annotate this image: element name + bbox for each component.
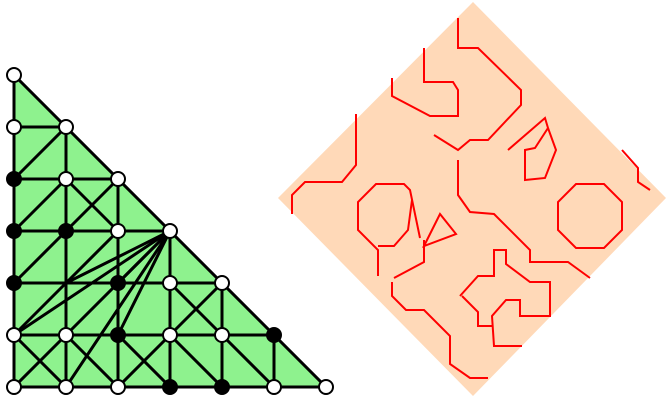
open-vertex [266,379,282,395]
open-vertex [110,223,126,239]
filled-vertex [214,379,230,395]
open-vertex [58,119,74,135]
filled-vertex [6,171,22,187]
path-segment [391,282,488,379]
path-triangle [421,212,458,248]
filled-vertex [110,327,126,343]
open-vertex [6,379,22,395]
open-vertex [58,379,74,395]
open-vertex [162,327,178,343]
red-paths [291,18,651,379]
path-segment [457,160,591,279]
open-vertex [110,171,126,187]
path-segment [507,116,558,182]
open-vertex [6,327,22,343]
path-segment [357,183,421,276]
path-segment [461,295,492,327]
open-vertex [318,379,334,395]
open-vertex [162,223,178,239]
square-region [278,2,666,396]
path-octagon [557,183,623,249]
open-vertex [58,327,74,343]
triangle-grid [12,125,276,389]
path-segment [459,249,551,347]
open-vertex [6,67,22,83]
open-vertex [6,119,22,135]
open-vertex [162,275,178,291]
open-vertex [214,275,230,291]
path-segment [621,149,651,191]
triangle-vertices [6,67,334,395]
triangle-panel [6,67,334,395]
open-vertex [110,379,126,395]
open-vertex [214,327,230,343]
path-segment [291,114,357,214]
path-segment [393,240,425,279]
filled-vertex [162,379,178,395]
filled-vertex [58,223,74,239]
filled-vertex [266,327,282,343]
filled-vertex [110,275,126,291]
filled-vertex [6,223,22,239]
open-vertex [58,171,74,187]
filled-vertex [6,275,22,291]
path-segment [378,199,413,247]
path-segment [433,18,522,152]
square-panel [278,2,666,396]
path-segment [391,48,459,117]
